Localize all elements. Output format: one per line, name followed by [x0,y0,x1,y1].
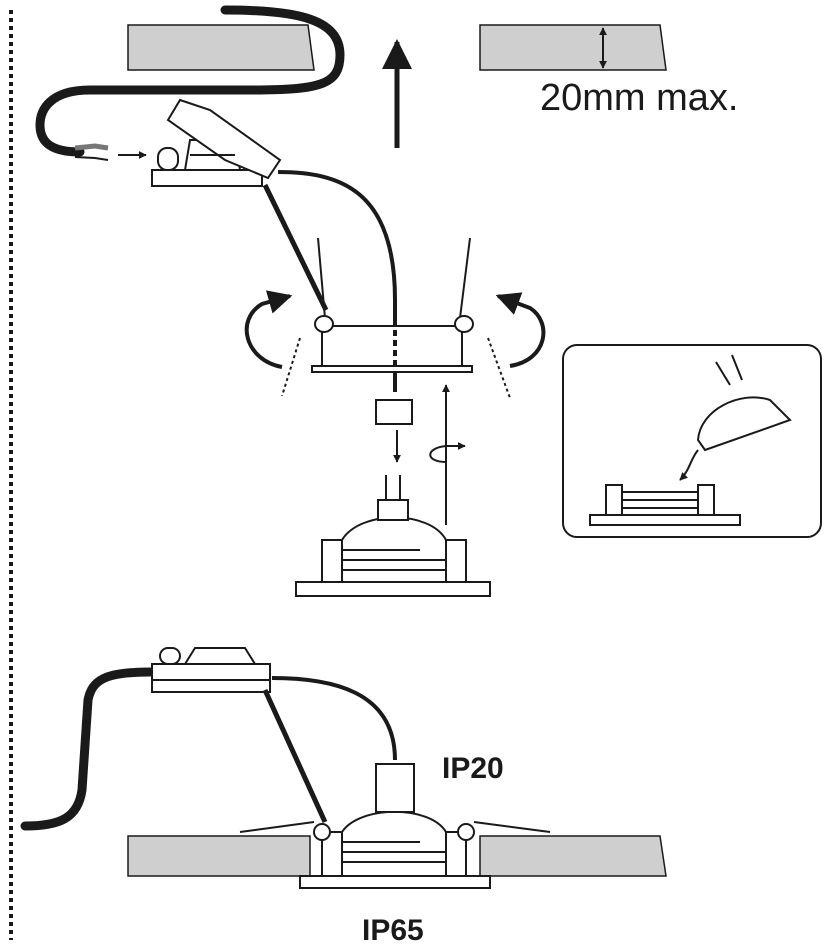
max-depth-label: 20mm max. [540,77,738,119]
lead-wire-bottom-left [262,688,328,824]
rotate-arrow-left [244,290,293,369]
stripped-wires [74,143,109,161]
terminal-connector-bottom [151,647,271,693]
fitting-installed [239,763,551,889]
twist-indicator [429,442,466,463]
rotate-arrow-right [495,292,546,368]
ceiling-panel-bottom [127,835,667,877]
fitting-housing-top [311,237,474,373]
terminal-connector-top [151,98,282,187]
lead-wire-left [262,183,329,312]
supply-cable-top [35,5,345,157]
supply-cable-bottom [20,667,155,831]
ceiling-panel-top [127,24,667,71]
lamp-socket [375,399,413,425]
lead-wire-right [277,170,397,392]
detail-inset [562,344,822,538]
spring-clip-right-dotted [487,337,511,399]
spring-clip-left-dotted [281,337,301,397]
ip65-label: IP65 [362,914,424,947]
lamp-holder-middle [295,475,491,597]
ip20-label: IP20 [442,752,504,785]
lead-wire-bottom-right [271,676,397,761]
